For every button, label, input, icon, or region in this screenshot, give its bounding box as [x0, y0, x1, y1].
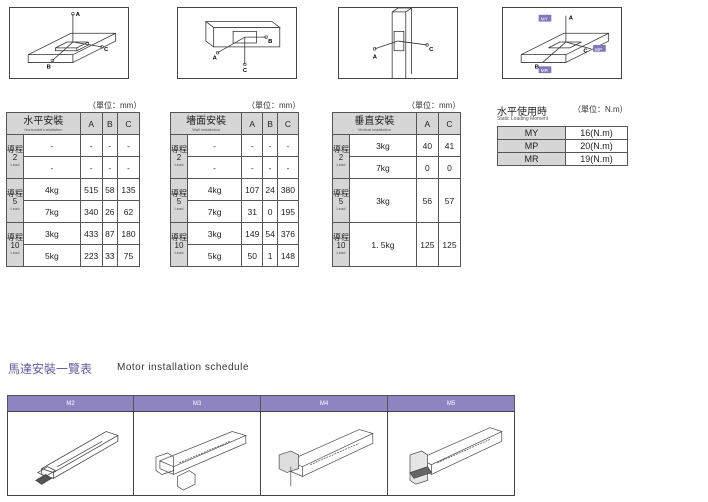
diagram-label: C: [104, 47, 109, 53]
diagram-horizontal: A B C: [9, 7, 129, 79]
diagram-vertical: A C: [338, 7, 458, 79]
diagram-label: C: [243, 68, 248, 74]
diagram-label: A: [373, 55, 378, 61]
moment-subtitle: Static Loading Moment: [497, 116, 549, 122]
motor-section-subtitle: Motor installation schedule: [117, 362, 249, 373]
moment-tag-mp: MP: [595, 47, 602, 53]
motor-image-m5: [387, 411, 515, 496]
diagram-label: B: [47, 64, 51, 70]
diagram-label: C: [429, 47, 434, 53]
motor-header-m2: M2: [7, 395, 134, 412]
motor-header-m3: M3: [133, 395, 261, 412]
moment-tag-my: MY: [541, 17, 549, 23]
motor-image-m2: [7, 411, 134, 496]
diagram-label: A: [569, 16, 574, 22]
unit-label: （單位：N.m）: [573, 105, 628, 114]
diagram-moment: MY MP MR A B C: [502, 7, 622, 79]
motor-header-m5: M5: [387, 395, 515, 412]
unit-label: （單位：mm）: [247, 101, 301, 110]
moment-tag-mr: MR: [541, 68, 549, 74]
motor-image-m4: [260, 411, 388, 496]
diagram-label: C: [583, 49, 588, 55]
diagram-label: A: [76, 12, 81, 18]
moment-title: 水平使用時: [497, 107, 547, 118]
diagram-label: B: [268, 39, 272, 45]
unit-label: （單位：mm）: [407, 101, 461, 110]
motor-header-m4: M4: [260, 395, 388, 412]
unit-label: （單位：mm）: [88, 101, 142, 110]
diagram-wall: A B C: [177, 7, 297, 79]
motor-image-m3: [133, 411, 261, 496]
diagram-label: B: [535, 64, 539, 70]
diagram-label: A: [213, 56, 218, 62]
motor-section-title: 馬達安裝一覽表: [8, 362, 93, 376]
